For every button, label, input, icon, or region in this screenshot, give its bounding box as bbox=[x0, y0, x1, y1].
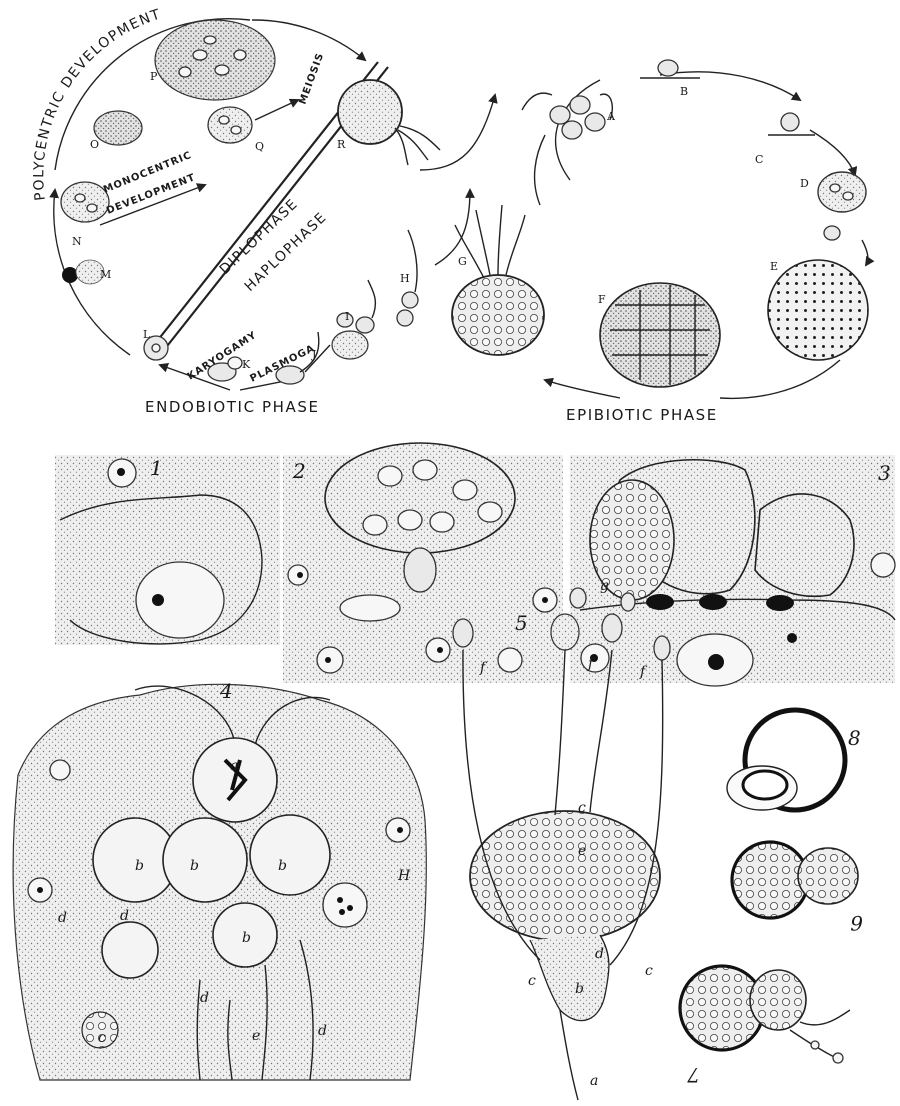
stage-f bbox=[600, 283, 720, 387]
stage-n bbox=[61, 182, 109, 222]
p5-label-c1: c bbox=[528, 973, 536, 989]
stage-label-f: F bbox=[598, 293, 606, 306]
p5-label-e: e bbox=[578, 843, 586, 859]
p4-label-e: e bbox=[252, 1028, 260, 1044]
stage-label-a: A bbox=[606, 110, 616, 123]
p4-label-a: a bbox=[230, 758, 238, 774]
stage-label-b: B bbox=[680, 85, 688, 98]
stage-label-k: K bbox=[242, 358, 251, 371]
p4-label-d4: d bbox=[120, 908, 129, 924]
stage-label-g: G bbox=[458, 255, 467, 268]
diplophase-label: DIPLOPHASE bbox=[217, 196, 302, 278]
panel-number-8: 8 bbox=[848, 726, 861, 750]
p5-label-g: g bbox=[600, 578, 609, 594]
p5-label-c2: c bbox=[578, 800, 586, 816]
endobiotic-cycle: POLYCENTRIC DEVELOPMENT MONOCENTRIC DEVE… bbox=[0, 0, 495, 416]
p4-label-b3: b bbox=[278, 858, 287, 874]
panel-8: 8 bbox=[727, 710, 861, 810]
stage-r bbox=[338, 80, 440, 165]
stage-q bbox=[208, 107, 252, 143]
p4-label-b1: b bbox=[135, 858, 144, 874]
panel-number-6: 6 bbox=[850, 911, 863, 935]
stage-label-r: R bbox=[337, 138, 346, 151]
p5-label-c3: c bbox=[645, 963, 653, 979]
stage-label-l: L bbox=[143, 328, 151, 341]
stage-b bbox=[640, 60, 700, 78]
panel-2: 2 bbox=[283, 443, 563, 683]
stage-c bbox=[768, 113, 815, 135]
stage-label-o: O bbox=[90, 138, 99, 151]
panel-number-4: 4 bbox=[219, 679, 233, 703]
meiosis-label: MEIOSIS bbox=[297, 51, 326, 106]
panel-number-3: 3 bbox=[878, 461, 891, 485]
stage-label-p: P bbox=[150, 70, 158, 83]
p5-label-a: a bbox=[590, 1073, 598, 1089]
p4-label-b4: b bbox=[242, 930, 251, 946]
endobiotic-phase-label: ENDOBIOTIC PHASE bbox=[145, 398, 320, 416]
p4-label-d2: d bbox=[200, 990, 209, 1006]
panel-6: 6 bbox=[732, 842, 863, 935]
panel-1: 1 bbox=[55, 455, 280, 645]
stage-d bbox=[818, 172, 866, 240]
stage-label-i: I bbox=[345, 310, 349, 323]
stage-i bbox=[332, 280, 375, 359]
p5-label-b: b bbox=[575, 981, 584, 997]
stage-label-c: C bbox=[755, 153, 763, 166]
stage-m bbox=[62, 260, 104, 284]
stage-label-e: E bbox=[770, 260, 778, 273]
stage-label-n: N bbox=[72, 235, 82, 248]
panel-number-7: 7 bbox=[687, 1063, 700, 1087]
panel-number-2: 2 bbox=[292, 459, 306, 483]
epibiotic-cycle: A B C D E F G EPIBIOTIC PHASE bbox=[452, 60, 868, 424]
p4-label-b2: b bbox=[190, 858, 199, 874]
stage-o bbox=[94, 111, 142, 145]
stage-label-m: M bbox=[100, 268, 111, 281]
p4-label-c: c bbox=[98, 1030, 106, 1046]
panel-number-1: 1 bbox=[150, 456, 163, 480]
stage-a bbox=[522, 93, 612, 205]
stage-label-j: J bbox=[311, 348, 316, 361]
p4-label-d3: d bbox=[318, 1023, 327, 1039]
panel-4: 4 a b b b b c d d d d e H bbox=[13, 679, 426, 1080]
p4-label-d1: d bbox=[58, 910, 67, 926]
stage-label-h: H bbox=[400, 272, 410, 285]
panel-3: 3 bbox=[570, 455, 895, 686]
stage-label-q: Q bbox=[255, 140, 264, 153]
panel-number-5: 5 bbox=[515, 611, 528, 635]
epibiotic-phase-label: EPIBIOTIC PHASE bbox=[566, 406, 718, 424]
panel-7: 7 bbox=[680, 966, 850, 1087]
stage-p bbox=[155, 20, 275, 100]
stage-e bbox=[768, 260, 868, 360]
p5-label-d: d bbox=[595, 946, 604, 962]
stage-label-d: D bbox=[800, 177, 809, 190]
p4-label-h: H bbox=[397, 868, 411, 884]
